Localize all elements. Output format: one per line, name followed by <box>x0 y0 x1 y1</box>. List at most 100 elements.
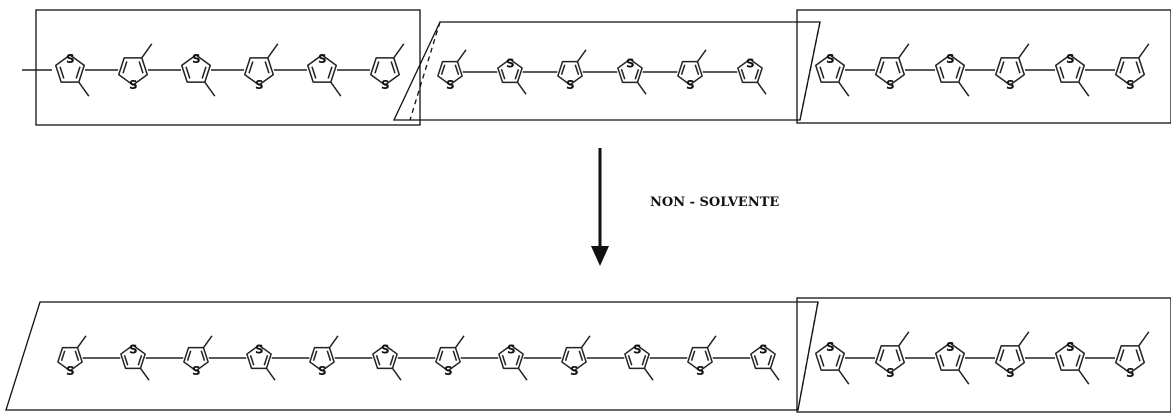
thiophene-ring: S <box>994 331 1030 380</box>
methyl-group <box>202 335 213 349</box>
methyl-group <box>769 367 780 381</box>
methyl-group <box>330 81 342 97</box>
thiophene-ring: S <box>120 342 150 381</box>
thiophene-ring: S <box>498 342 528 381</box>
sulfur-atom-label: S <box>626 56 635 70</box>
methyl-group <box>1018 43 1030 59</box>
thiophene-ring: S <box>1054 340 1090 385</box>
methyl-group <box>706 335 717 349</box>
methyl-group <box>576 49 587 63</box>
sulfur-atom-label: S <box>886 78 895 92</box>
sulfur-atom-label: S <box>381 342 390 356</box>
thiophene-ring: S <box>617 56 647 95</box>
thiophene-ring: S <box>246 342 276 381</box>
methyl-group <box>328 335 339 349</box>
sulfur-atom-label: S <box>826 52 835 66</box>
sulfur-atom-label: S <box>66 52 75 66</box>
methyl-group <box>580 335 591 349</box>
bottom-right-box <box>796 297 1171 413</box>
sulfur-atom-label: S <box>1066 340 1075 354</box>
thiophene-ring: S <box>934 340 970 385</box>
methyl-group <box>898 331 910 347</box>
sulfur-atom-label: S <box>570 364 579 378</box>
thiophene-ring: S <box>874 43 910 92</box>
sulfur-atom-label: S <box>946 340 955 354</box>
thiophene-ring: S <box>737 56 767 95</box>
methyl-group <box>265 367 276 381</box>
bottom-chain: S S S S S S S S S S S S S S S S S S <box>5 297 1171 413</box>
top-middle-dashed-edge <box>409 21 821 121</box>
top-left-box <box>35 9 421 126</box>
methyl-group <box>78 81 90 97</box>
thiophene-ring: S <box>497 56 527 95</box>
thiophene-ring: S <box>369 43 405 92</box>
thiophene-ring: S <box>180 52 216 97</box>
arrow-label: NON - SOLVENTE <box>650 195 779 210</box>
methyl-group <box>958 81 970 97</box>
sulfur-atom-label: S <box>66 364 75 378</box>
sulfur-atom-label: S <box>566 78 575 92</box>
sulfur-atom-label: S <box>129 78 138 92</box>
thiophene-ring: S <box>750 342 780 381</box>
sulfur-atom-label: S <box>381 78 390 92</box>
methyl-group <box>391 367 402 381</box>
sulfur-atom-label: S <box>192 364 201 378</box>
methyl-group <box>456 49 467 63</box>
methyl-group <box>267 43 279 59</box>
methyl-group <box>517 367 528 381</box>
sulfur-atom-label: S <box>826 340 835 354</box>
bottom-left-parallelogram <box>5 301 819 411</box>
thiophene-ring: S <box>687 335 717 378</box>
thiophene-ring: S <box>814 52 850 97</box>
methyl-group <box>393 43 405 59</box>
methyl-group <box>1138 331 1150 347</box>
sulfur-atom-label: S <box>129 342 138 356</box>
thiophene-ring: S <box>243 43 279 92</box>
methyl-group <box>1138 43 1150 59</box>
methyl-group <box>139 367 150 381</box>
thiophene-ring: S <box>183 335 213 378</box>
methyl-group <box>898 43 910 59</box>
thiophene-ring: S <box>1054 52 1090 97</box>
methyl-group <box>1078 369 1090 385</box>
sulfur-atom-label: S <box>759 342 768 356</box>
thiophene-ring: S <box>874 331 910 380</box>
thiophene-ring: S <box>437 49 467 92</box>
methyl-group <box>636 81 647 95</box>
sulfur-atom-label: S <box>255 78 264 92</box>
thiophene-ring: S <box>435 335 465 378</box>
thiophene-ring: S <box>814 340 850 385</box>
thiophene-ring: S <box>624 342 654 381</box>
methyl-group <box>756 81 767 95</box>
methyl-group <box>516 81 527 95</box>
sulfur-atom-label: S <box>696 364 705 378</box>
methyl-group <box>838 81 850 97</box>
thiophene-ring: S <box>57 335 87 378</box>
transition-arrow <box>591 148 609 266</box>
thiophene-ring: S <box>117 43 153 92</box>
thiophene-ring: S <box>306 52 342 97</box>
methyl-group <box>141 43 153 59</box>
methyl-group <box>1018 331 1030 347</box>
methyl-group <box>958 369 970 385</box>
thiophene-ring: S <box>561 335 591 378</box>
sulfur-atom-label: S <box>1126 78 1135 92</box>
thiophene-ring: S <box>54 52 90 97</box>
sulfur-atom-label: S <box>444 364 453 378</box>
sulfur-atom-label: S <box>506 56 515 70</box>
thiophene-ring: S <box>1114 43 1150 92</box>
sulfur-atom-label: S <box>633 342 642 356</box>
sulfur-atom-label: S <box>318 364 327 378</box>
sulfur-atom-label: S <box>255 342 264 356</box>
sulfur-atom-label: S <box>886 366 895 380</box>
methyl-group <box>838 369 850 385</box>
thiophene-ring: S <box>1114 331 1150 380</box>
sulfur-atom-label: S <box>1066 52 1075 66</box>
sulfur-atom-label: S <box>686 78 695 92</box>
methyl-group <box>1078 81 1090 97</box>
sulfur-atom-label: S <box>746 56 755 70</box>
methyl-group <box>696 49 707 63</box>
sulfur-atom-label: S <box>1006 366 1015 380</box>
